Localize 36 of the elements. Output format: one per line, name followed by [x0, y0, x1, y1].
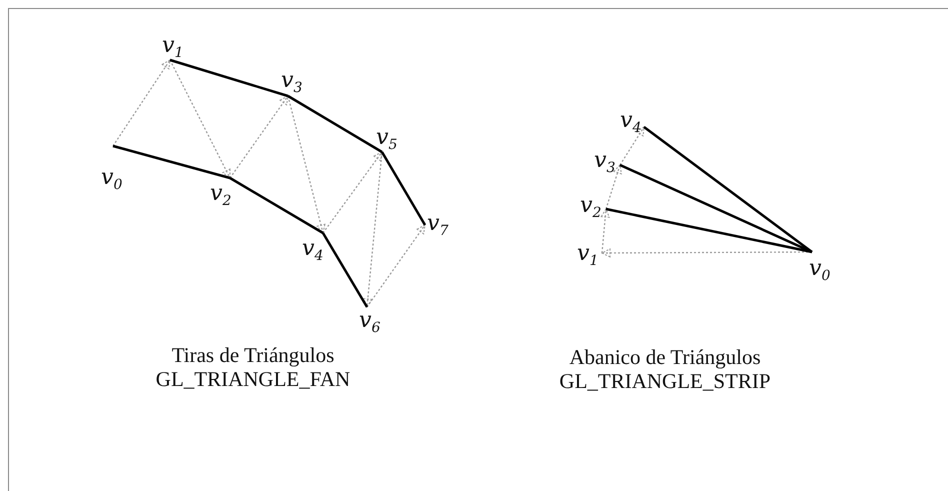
caption-text: GL_TRIANGLE_STRIP	[558, 369, 772, 393]
vertex-label: v$_{2}$	[210, 183, 232, 205]
vertex-label: v$_{2}$	[580, 195, 602, 217]
edge-line	[229, 176, 324, 234]
dotted-arrow	[112, 60, 170, 146]
dotted-arrow	[363, 152, 383, 308]
vertex-label: v$_{4}$	[302, 238, 324, 260]
edge-line	[380, 151, 426, 226]
dotted-arrow	[287, 96, 326, 234]
vertex-label: v$_{7}$	[427, 213, 448, 235]
edge-line	[287, 94, 383, 154]
edge-line	[619, 164, 813, 254]
caption-text: GL_TRIANGLE_FAN	[154, 367, 352, 391]
vertex-label: v$_{3}$	[594, 150, 616, 172]
dotted-arrow	[230, 96, 288, 178]
vertex-label: v$_{3}$	[281, 70, 302, 92]
vertex-label: v$_{1}$	[162, 35, 184, 57]
edge-line	[112, 144, 230, 180]
dotted-arrow	[366, 224, 426, 308]
caption-text: Abanico de Triángulos	[568, 345, 762, 369]
edge-line	[170, 58, 288, 98]
dotted-arrow	[169, 60, 231, 178]
vertex-label: v$_{0}$	[101, 167, 122, 189]
vertex-label: v$_{1}$	[577, 243, 598, 265]
vertex-label: v$_{4}$	[620, 110, 642, 132]
edge-line	[643, 126, 813, 253]
dotted-arrow	[620, 126, 644, 166]
dotted-arrow	[600, 208, 610, 254]
vertex-label: v$_{6}$	[359, 310, 380, 332]
vertex-label: v$_{0}$	[809, 258, 830, 280]
caption-text: Tiras de Triángulos	[170, 343, 336, 367]
edge-line	[322, 232, 368, 308]
edge-line	[606, 208, 812, 254]
vertex-label: v$_{5}$	[376, 127, 398, 149]
dotted-arrow	[605, 164, 622, 210]
dotted-arrow	[322, 152, 382, 234]
